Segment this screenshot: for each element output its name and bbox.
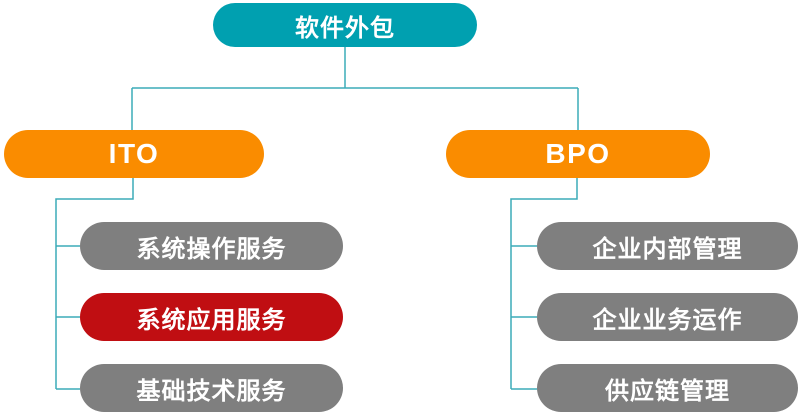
node-supply-chain-management: 供应链管理 [537, 364, 798, 412]
node-enterprise-business-operation: 企业业务运作 [537, 293, 798, 341]
node-enterprise-internal-management: 企业内部管理 [537, 222, 798, 270]
node-bpo: BPO [446, 130, 710, 178]
node-system-operation-service: 系统操作服务 [80, 222, 343, 270]
node-system-application-service: 系统应用服务 [80, 293, 343, 341]
node-software-outsourcing: 软件外包 [213, 3, 477, 47]
node-basic-technology-service: 基础技术服务 [80, 364, 343, 412]
node-ito: ITO [4, 130, 264, 178]
